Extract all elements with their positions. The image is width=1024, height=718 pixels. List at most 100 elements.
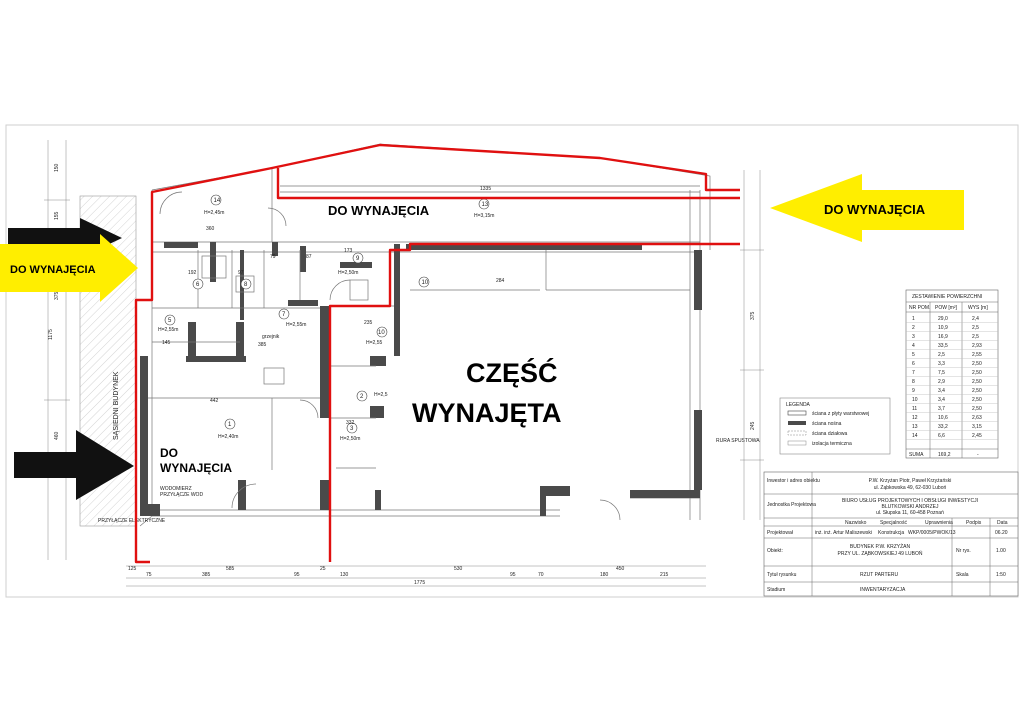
area-table-cell: 7: [912, 370, 915, 376]
tb-scale-label: Skala: [956, 572, 969, 578]
room-9-marker: 9 H=2,50m: [338, 252, 364, 276]
area-table-cell: 29,0: [938, 316, 948, 322]
room-6-marker: 6: [192, 278, 204, 290]
dim-1335: 1335: [480, 186, 491, 192]
room-2-num: 2: [360, 394, 364, 400]
room-6-num: 6: [196, 282, 200, 288]
dim-b-95: 95: [294, 572, 300, 578]
legend-item-insulation: izolacja termiczna: [812, 441, 852, 447]
tb-sign-h4: Data: [997, 520, 1008, 526]
area-table-cell: 3: [912, 334, 915, 340]
room-3-marker: 3 H=2,50m: [340, 422, 360, 442]
area-table-cell: 4: [912, 343, 915, 349]
room-1-height: H=2,40m: [218, 434, 238, 440]
note-water-connection: PRZYŁĄCZE WOD: [160, 492, 203, 498]
dim-b-1775: 1775: [414, 580, 425, 586]
rental-boundary: [134, 143, 740, 564]
area-table-cell: 2,50: [972, 388, 982, 394]
room-2-marker: 2 H=2,5: [356, 390, 388, 402]
label-rented-1: CZĘŚĆ: [466, 357, 558, 388]
tb-investor-label: Inwestor i adres obiektu: [767, 478, 820, 484]
room-14-height: H=2,45m: [204, 210, 224, 216]
dim-235: 235: [364, 320, 373, 326]
area-table-cell: 10,6: [938, 415, 948, 421]
area-table-cell: 3,7: [938, 406, 945, 412]
room-10-height: H=2,55: [366, 340, 382, 346]
area-table-sum-label: SUMA: [909, 452, 924, 458]
title-block: Inwestor i adres obiektu P.W. Krzyżan Pi…: [763, 471, 1019, 597]
room-7-height: H=2,55m: [286, 322, 306, 328]
area-table-cell: 2,5: [972, 325, 979, 331]
room-9-height: H=2,50m: [338, 270, 358, 276]
title-block-line: PRZY UL. ZĄBKOWSKIEJ 49 LUBOŃ: [838, 550, 923, 557]
area-table-cell: 2,5: [972, 334, 979, 340]
area-table-title: ZESTAWIENIE POWIERZCHNI: [912, 294, 982, 300]
dim-87: 87: [306, 254, 312, 260]
dim-b-25: 25: [320, 566, 326, 572]
room-11-marker: 10: [418, 276, 430, 288]
title-block-line: BIURO USŁUG PROJEKTOWYCH I OBSŁUGI INWES…: [842, 498, 978, 504]
title-block-line: P.W. Krzyżan Piotr, Paweł Krzyżański: [869, 478, 952, 484]
room-1-marker: 1 H=2,40m: [218, 418, 238, 440]
dim-b-530: 530: [454, 566, 463, 572]
legend-item-sandwich: ściana z płyty warstwowej: [812, 411, 869, 417]
room-1-num: 1: [228, 422, 232, 428]
tb-designer-value: BIURO USŁUG PROJEKTOWYCH I OBSŁUGI INWES…: [842, 498, 978, 516]
room-markers: 14 H=2,45m 13 H=3,15m 9 H=2,50m 10 6 8 5: [158, 194, 494, 442]
area-table-cell: 2,93: [972, 343, 982, 349]
area-table-cell: 2,55: [972, 352, 982, 358]
tb-drawing-value: RZUT PARTERU: [860, 572, 898, 578]
area-table-cell: 2,45: [972, 433, 982, 439]
sheet-frame: [5, 124, 1019, 598]
room-7-num: 7: [282, 312, 286, 318]
area-table-cell: 2,50: [972, 361, 982, 367]
dim-145: 145: [162, 340, 171, 346]
label-left-rent: DO WYNAJĘCIA: [10, 264, 96, 276]
dim-173: 173: [344, 248, 353, 254]
tb-stage-label: Stadium: [767, 587, 785, 593]
tb-sign-h0: Nazwisko: [845, 520, 867, 526]
bottom-dimension-chain: 125 75 385 95 25 130 530 95 70 180 215 5…: [126, 565, 706, 587]
dim-b-215: 215: [660, 572, 669, 578]
tb-drawing-label: Tytuł rysunku: [767, 572, 797, 578]
dim-right-245: 245: [750, 421, 756, 430]
tb-sheet-label: Nr rys.: [956, 548, 971, 554]
area-table-sum-value: 169,2: [938, 452, 951, 458]
area-table-cell: 10,9: [938, 325, 948, 331]
tb-sign-h2: Uprawnienia: [925, 520, 953, 526]
tb-sign-spec: Konstrukcja: [878, 530, 904, 536]
area-table-cell: 7,5: [938, 370, 945, 376]
area-table-cell: 3,3: [938, 361, 945, 367]
label-bottom-left-rent-1: DO: [160, 446, 178, 460]
area-table-cell: 33,5: [938, 343, 948, 349]
area-table-cell: 8: [912, 379, 915, 385]
partitions: [148, 191, 690, 521]
dim-right-375: 375: [750, 311, 756, 320]
area-table-cell: 1: [912, 316, 915, 322]
room-5-height: H=2,55m: [158, 327, 178, 333]
area-table-sum-height: -: [977, 452, 979, 458]
arrow-left-bottom: [14, 430, 134, 500]
note-electric-connection: PRZYŁĄCZE ELEKTRYCZNE: [98, 518, 166, 524]
area-table-cell: 2,4: [972, 316, 979, 322]
dim-b-95b: 95: [510, 572, 516, 578]
tb-sign-h3: Podpis: [966, 520, 982, 526]
room-11-num: 10: [422, 280, 429, 286]
label-right-rent: DO WYNAJĘCIA: [824, 202, 926, 217]
room-14-num: 14: [214, 198, 221, 204]
room-14-marker: 14 H=2,45m: [204, 194, 224, 216]
area-table-cell: 9: [912, 388, 915, 394]
title-block-line: ul. Słupska 11, 60-458 Poznań: [876, 510, 944, 516]
tb-designer-label: Jednostka Projektowa: [767, 502, 816, 508]
title-block-line: BLUTKOWSKI ANDRZEJ: [882, 504, 939, 510]
area-table-cell: 3,4: [938, 397, 945, 403]
area-table-cell: 2,50: [972, 379, 982, 385]
tb-scale-value: 1:50: [996, 572, 1006, 578]
area-table-cell: 10: [912, 397, 918, 403]
legend-title: LEGENDA: [786, 402, 811, 408]
room-2-height: H=2,5: [374, 392, 388, 398]
area-table-cell: 2,5: [938, 352, 945, 358]
room-13-num: 13: [482, 202, 489, 208]
